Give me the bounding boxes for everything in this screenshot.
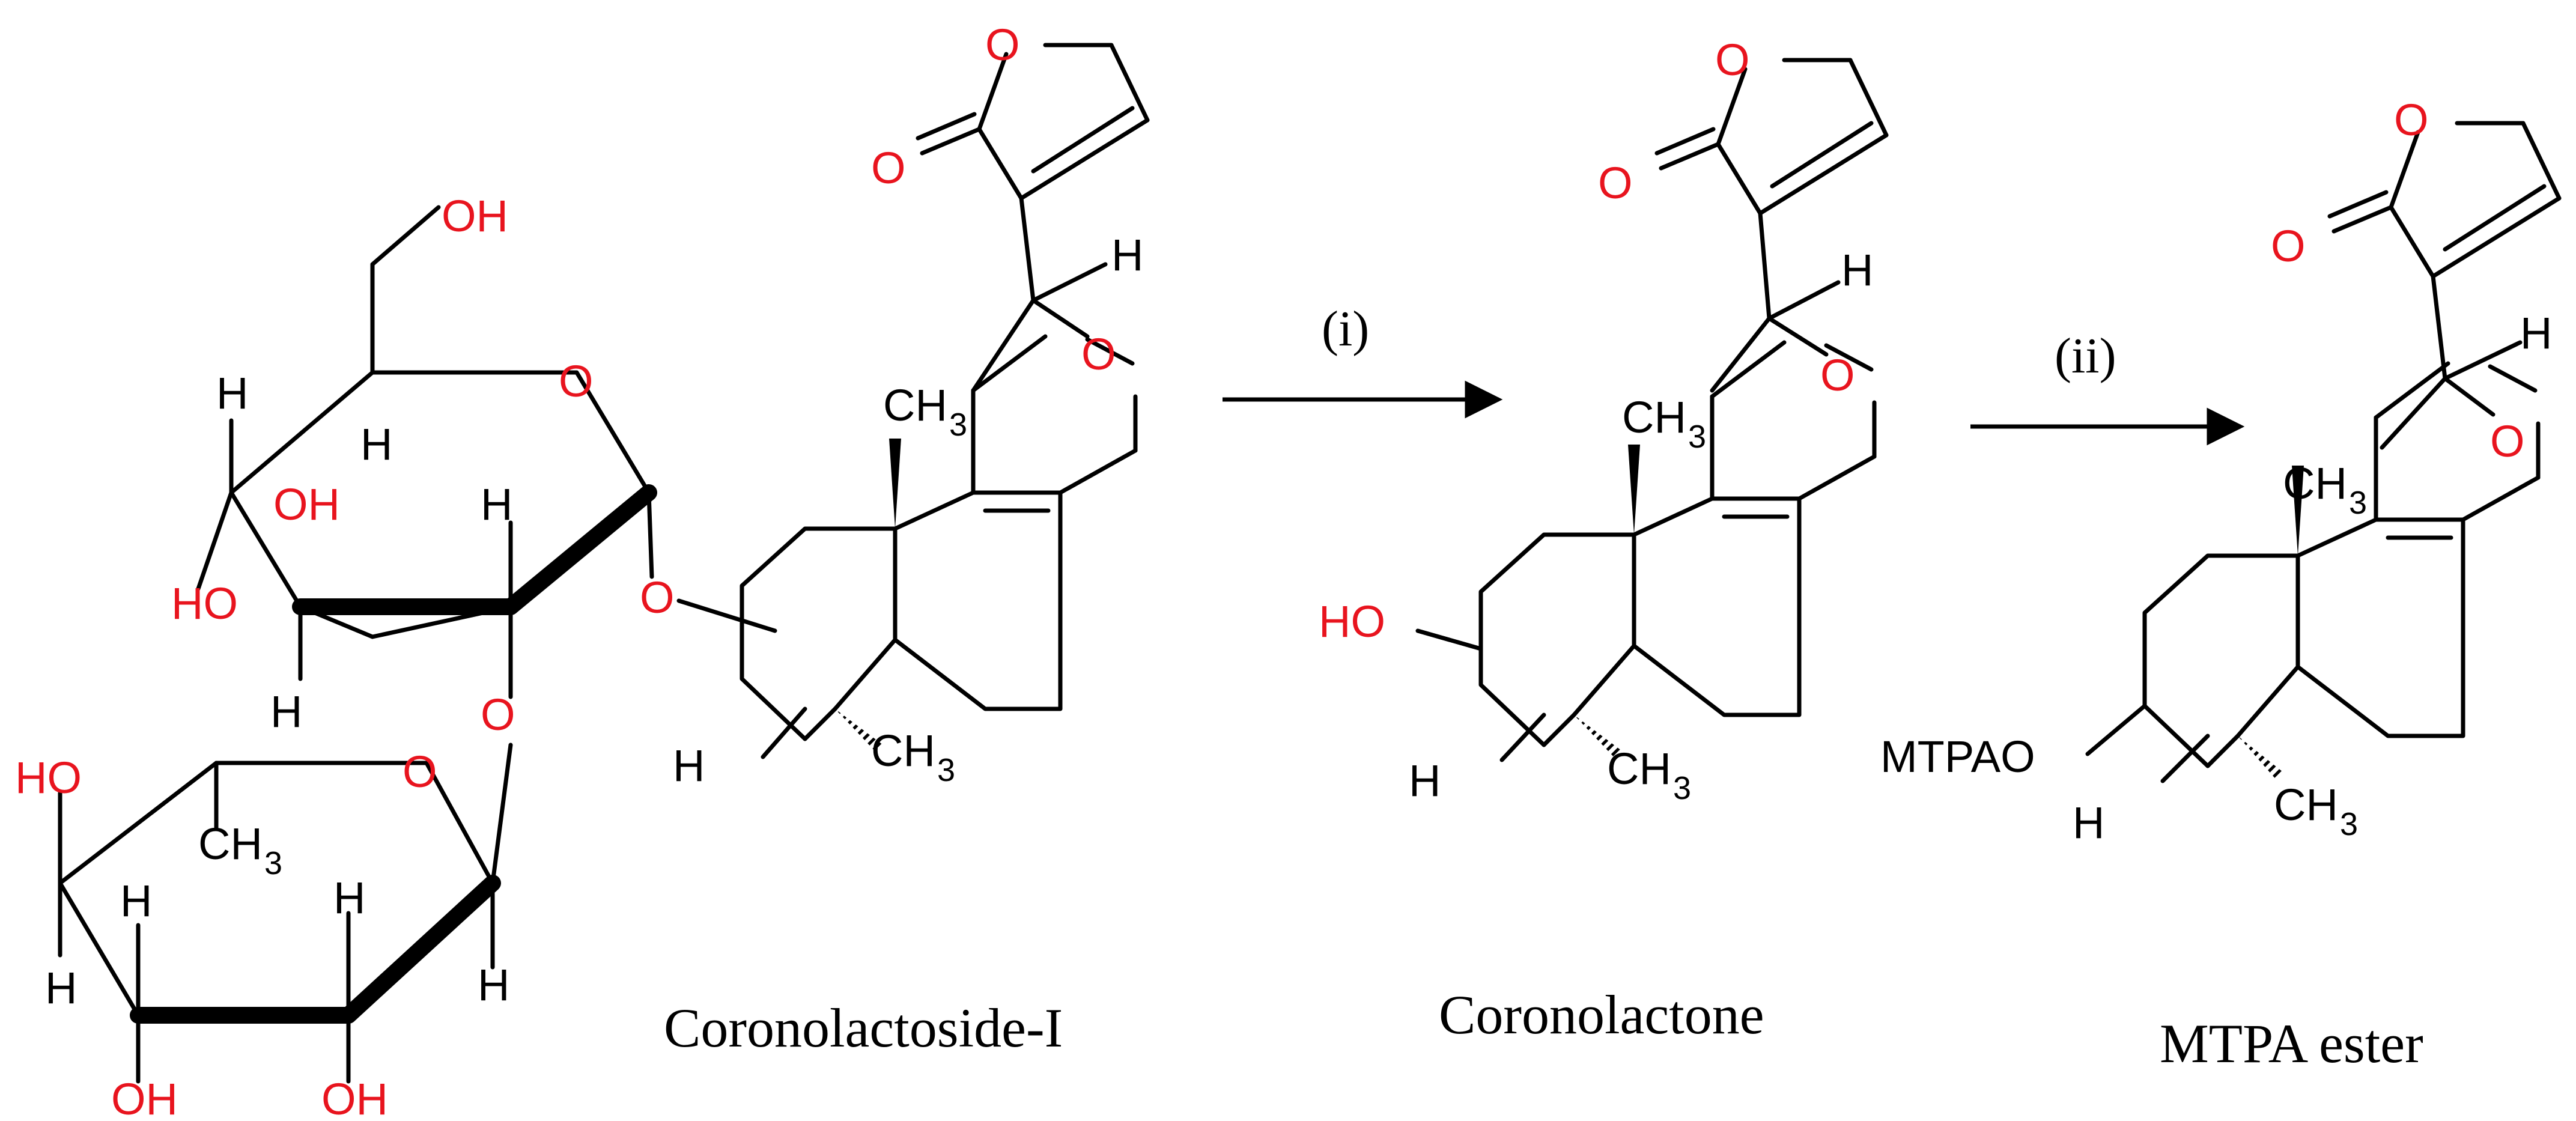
atom-ch3: CH bbox=[1607, 744, 1671, 794]
atom-sub: 3 bbox=[2340, 806, 2358, 842]
atom-ch: CH bbox=[883, 380, 947, 430]
atom-oh: OH bbox=[442, 191, 508, 241]
atom-h: H bbox=[270, 687, 302, 737]
coronolactone-labels: O O H O CH 3 HO H CH 3 bbox=[1319, 35, 1873, 806]
coronolactone-structure bbox=[1415, 60, 1886, 762]
atom-o: O bbox=[1715, 35, 1750, 85]
coronolactoside-structure bbox=[58, 45, 1147, 1084]
compound-name-coronolactone: Coronolactone bbox=[1439, 984, 1764, 1045]
atom-o: O bbox=[402, 747, 437, 797]
atom-oh: OH bbox=[273, 479, 340, 529]
atom-h: H bbox=[216, 368, 248, 418]
atom-o: O bbox=[871, 143, 906, 193]
coronolactoside-labels: O O H O CH 3 O H CH 3 OH O H H OH H HO H… bbox=[15, 20, 1143, 1121]
atom-o: O bbox=[640, 573, 675, 622]
atom-h: H bbox=[478, 960, 509, 1010]
atom-sub: 3 bbox=[949, 407, 967, 443]
atom-h: H bbox=[333, 873, 365, 923]
atom-h3c: H bbox=[1409, 756, 1441, 806]
compound-name-mtpa-ester: MTPA ester bbox=[2160, 1013, 2423, 1074]
atom-h3c: H bbox=[2073, 798, 2104, 848]
atom-h: H bbox=[45, 963, 77, 1013]
atom-oh: OH bbox=[321, 1074, 388, 1121]
atom-mtpao: MTPAO bbox=[1880, 732, 2035, 782]
atom-ch3: CH bbox=[2274, 780, 2338, 830]
atom-h: H bbox=[1841, 245, 1873, 295]
atom-h: H bbox=[1111, 230, 1143, 280]
atom-ho: HO bbox=[171, 579, 238, 628]
mtpa-ester-structure bbox=[2085, 123, 2559, 783]
atom-o: O bbox=[985, 20, 1020, 70]
step-label-ii: (ii) bbox=[2055, 328, 2116, 384]
atom-oh: OH bbox=[111, 1074, 178, 1121]
atom-o: O bbox=[559, 356, 594, 406]
atom-h: H bbox=[360, 419, 392, 469]
atom-sub: 3 bbox=[264, 845, 282, 881]
atom-o: O bbox=[1081, 329, 1116, 379]
atom-o: O bbox=[1598, 158, 1633, 208]
atom-o: O bbox=[481, 690, 515, 740]
atom-sub: 3 bbox=[1673, 770, 1691, 806]
atom-o: O bbox=[1820, 350, 1855, 400]
atom-ch: CH bbox=[1622, 392, 1686, 442]
mtpa-ester-labels: O O H O CH 3 MTPAO H CH 3 bbox=[1880, 95, 2552, 848]
atom-h: H bbox=[120, 876, 152, 926]
atom-o: O bbox=[2394, 95, 2429, 145]
atom-ho: HO bbox=[15, 753, 82, 803]
atom-h3c: H bbox=[673, 741, 705, 791]
atom-ch3: CH bbox=[198, 819, 263, 869]
atom-h: H bbox=[481, 479, 512, 529]
atom-sub: 3 bbox=[1688, 419, 1706, 455]
atom-sub: 3 bbox=[937, 752, 955, 788]
atom-o: O bbox=[2490, 416, 2525, 466]
atom-ch3: CH bbox=[871, 726, 935, 776]
compound-name-coronolactoside: Coronolactoside-I bbox=[664, 997, 1063, 1059]
atom-h: H bbox=[2520, 308, 2552, 358]
atom-ho: HO bbox=[1319, 597, 1385, 646]
atom-ch: CH bbox=[2283, 458, 2347, 508]
step-label-i: (i) bbox=[1322, 301, 1369, 357]
atom-o: O bbox=[2271, 221, 2306, 271]
atom-sub: 3 bbox=[2349, 485, 2367, 521]
